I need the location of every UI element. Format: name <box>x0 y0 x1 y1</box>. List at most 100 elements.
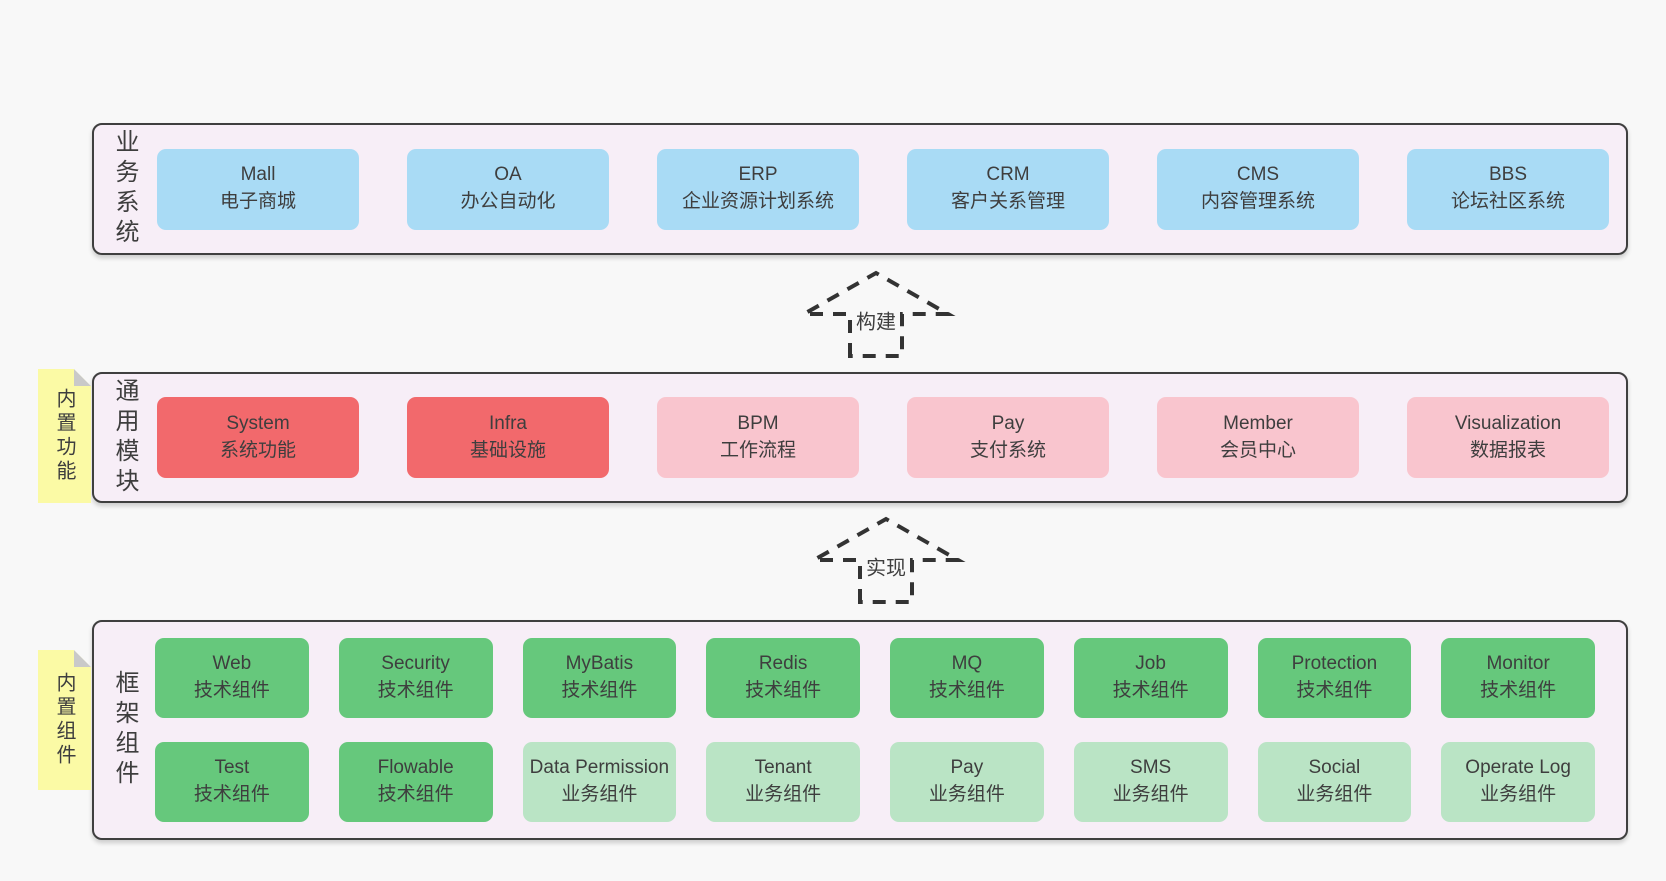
sticky-note-builtin-components: 内置组件 <box>38 650 91 790</box>
box-title: BPM <box>737 412 779 434</box>
box-title: SMS <box>1130 757 1172 779</box>
diagram-box-visualization: Visualization 数据报表 <box>1407 397 1609 478</box>
box-title: Flowable <box>377 757 454 779</box>
box-title: Job <box>1135 653 1166 675</box>
box-subtitle: 会员中心 <box>1219 439 1296 461</box>
box-subtitle: 办公自动化 <box>460 191 556 212</box>
box-subtitle: 业务组件 <box>928 784 1005 805</box>
box-subtitle: 技术组件 <box>1296 680 1373 701</box>
box-title: OA <box>494 164 522 186</box>
box-subtitle: 技术组件 <box>928 680 1005 701</box>
folded-corner-icon <box>74 369 91 386</box>
section-common-modules: 通用模块 System 系统功能 Infra 基础设施 BPM 工作流程 Pay 支付系统 Me… <box>92 372 1628 503</box>
box-title: Member <box>1223 412 1293 434</box>
box-subtitle: 技术组件 <box>1480 680 1557 701</box>
box-title: Protection <box>1291 653 1378 675</box>
arrow-build: 构建 <box>794 268 958 360</box>
box-title: Mall <box>240 164 276 186</box>
box-subtitle: 业务组件 <box>561 784 638 805</box>
box-title: Visualization <box>1454 412 1562 434</box>
box-title: Monitor <box>1486 653 1550 675</box>
box-subtitle: 技术组件 <box>193 784 270 805</box>
box-subtitle: 客户关系管理 <box>950 191 1065 212</box>
diagram-box-mall: Mall 电子商城 <box>157 148 359 230</box>
box-subtitle: 企业资源计划系统 <box>681 191 834 212</box>
box-subtitle: 业务组件 <box>745 784 822 805</box>
diagram-box-social: Social 业务组件 <box>1257 742 1412 822</box>
box-subtitle: 系统功能 <box>219 439 296 461</box>
box-subtitle: 技术组件 <box>745 680 822 701</box>
box-subtitle: 数据报表 <box>1469 439 1546 461</box>
box-title: Redis <box>758 653 808 675</box>
arrow-label: 构建 <box>853 304 899 336</box>
diagram-box-mq: MQ 技术组件 <box>890 638 1044 718</box>
box-title: Data Permission <box>529 757 670 779</box>
folded-corner-icon <box>74 650 91 667</box>
box-title: CMS <box>1236 164 1280 186</box>
diagram-box-bpm: BPM 工作流程 <box>657 397 859 478</box>
box-title: System <box>226 412 290 434</box>
box-subtitle: 工作流程 <box>719 439 796 461</box>
arrow-implement: 实现 <box>804 514 968 606</box>
sticky-note-label: 内置组件 <box>53 672 75 768</box>
box-title: Social <box>1308 757 1361 779</box>
diagram-box-bbs: BBS 论坛社区系统 <box>1407 148 1609 230</box>
diagram-box-protection: Protection 技术组件 <box>1257 638 1412 718</box>
diagram-box-mybatis: MyBatis 技术组件 <box>522 638 677 718</box>
box-title: Web <box>212 653 252 675</box>
diagram-box-oa: OA 办公自动化 <box>407 148 609 230</box>
box-subtitle: 业务组件 <box>1112 784 1189 805</box>
diagram-box-infra: Infra 基础设施 <box>407 397 609 478</box>
box-subtitle: 业务组件 <box>1480 784 1557 805</box>
box-subtitle: 电子商城 <box>219 191 296 212</box>
box-subtitle: 技术组件 <box>193 680 270 701</box>
box-subtitle: 基础设施 <box>469 439 546 461</box>
box-title: Pay <box>991 412 1025 434</box>
dashed-up-arrow-icon <box>796 270 956 358</box>
box-title: MyBatis <box>565 653 634 675</box>
box-title: BBS <box>1488 164 1528 186</box>
section-label: 业务系统 <box>111 129 138 249</box>
box-title: Infra <box>488 412 528 434</box>
diagram-box-redis: Redis 技术组件 <box>706 638 860 718</box>
box-title: Pay <box>950 757 984 779</box>
dashed-up-arrow-icon <box>806 516 966 604</box>
diagram-box-tenant: Tenant 业务组件 <box>706 742 860 822</box>
section-label: 通用模块 <box>111 377 138 498</box>
arrow-label: 实现 <box>863 550 909 582</box>
diagram-box-security: Security 技术组件 <box>338 638 493 718</box>
box-subtitle: 技术组件 <box>561 680 638 701</box>
box-subtitle: 业务组件 <box>1296 784 1373 805</box>
box-title: Operate Log <box>1465 757 1571 779</box>
box-subtitle: 论坛社区系统 <box>1450 191 1565 212</box>
diagram-box-pay: Pay 业务组件 <box>890 742 1044 822</box>
box-subtitle: 技术组件 <box>377 680 454 701</box>
box-subtitle: 支付系统 <box>969 439 1046 461</box>
diagram-box-system: System 系统功能 <box>157 397 359 478</box>
diagram-box-operate-log: Operate Log 业务组件 <box>1441 742 1595 822</box>
diagram-box-test: Test 技术组件 <box>155 742 309 822</box>
box-title: Test <box>214 757 250 779</box>
box-title: Security <box>381 653 450 675</box>
sticky-note-label: 内置功能 <box>53 388 75 484</box>
section-label: 框架组件 <box>111 670 138 790</box>
diagram-box-monitor: Monitor 技术组件 <box>1441 638 1595 718</box>
box-title: Tenant <box>754 757 812 779</box>
section-boxes: System 系统功能 Infra 基础设施 BPM 工作流程 Pay 支付系统 Member 会… <box>157 374 1609 501</box>
diagram-box-erp: ERP 企业资源计划系统 <box>657 148 859 230</box>
diagram-box-data-permission: Data Permission 业务组件 <box>522 742 677 822</box>
box-title: ERP <box>738 164 778 186</box>
box-subtitle: 技术组件 <box>1112 680 1189 701</box>
box-title: MQ <box>951 653 983 675</box>
